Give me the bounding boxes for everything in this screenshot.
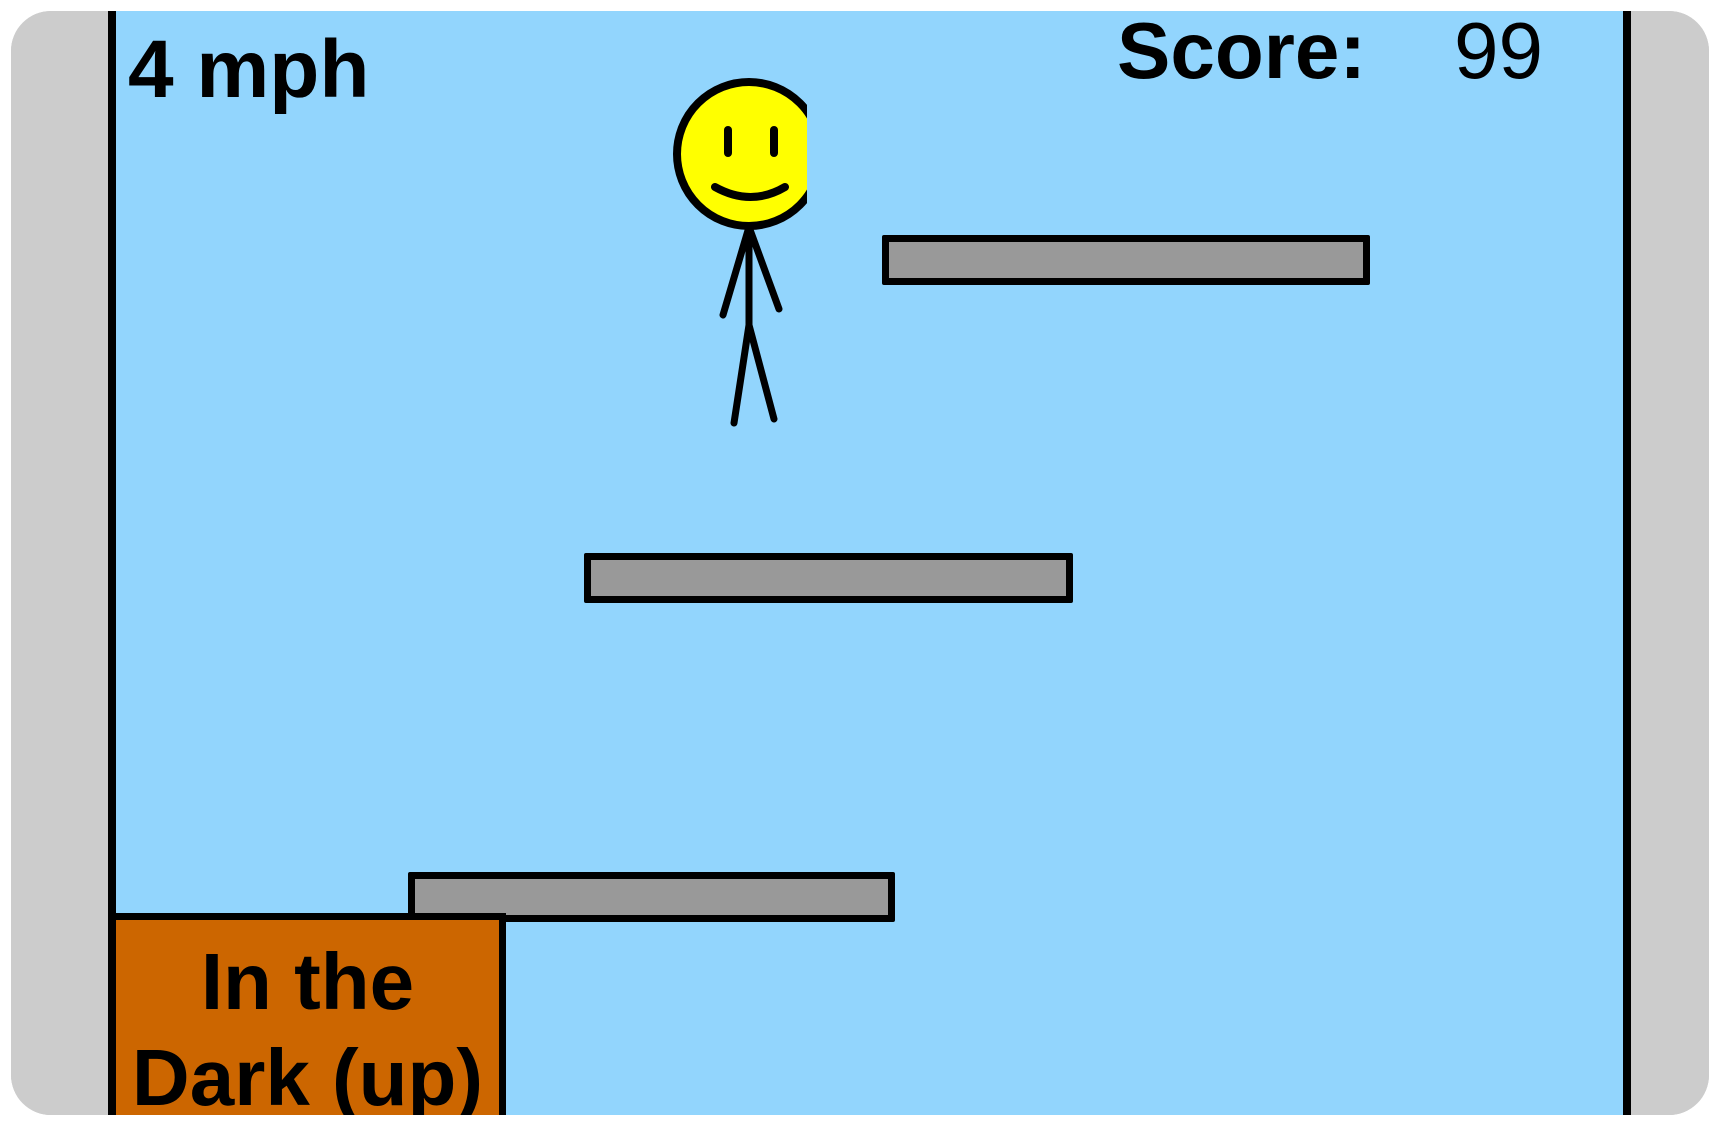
player-character	[627, 75, 825, 475]
playfield[interactable]: 4 mph Score:99 In the Dark (up)	[108, 11, 1631, 1115]
level-mode-label-line1: In the	[200, 937, 415, 1026]
score-value: 99	[1453, 11, 1543, 95]
speed-readout: 4 mph	[128, 24, 370, 115]
score-label: Score:	[1117, 11, 1366, 95]
platform-middle	[584, 553, 1073, 603]
smiley-stickman-icon	[673, 78, 825, 427]
level-mode-label-line2: Dark (up)	[131, 1033, 484, 1115]
platform-top	[882, 235, 1370, 285]
left-side-panel	[11, 11, 108, 1115]
right-side-panel	[1631, 11, 1709, 1115]
score-display: Score:99	[1117, 11, 1543, 91]
game-frame: 4 mph Score:99 In the Dark (up)	[11, 11, 1709, 1115]
level-mode-label: In the Dark (up)	[116, 934, 499, 1115]
level-mode-button[interactable]: In the Dark (up)	[116, 913, 506, 1115]
